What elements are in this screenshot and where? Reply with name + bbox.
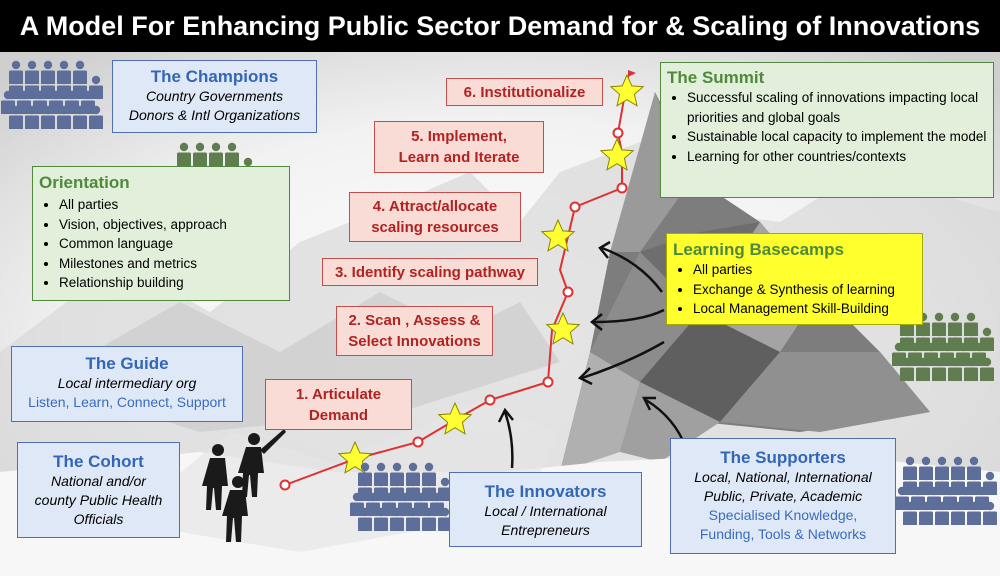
list-item: Relationship building bbox=[59, 273, 289, 293]
step-5-implement-learn: 5. Implement, Learn and Iterate bbox=[374, 121, 544, 173]
champions-box: The Champions Country Governments Donors… bbox=[112, 60, 317, 133]
list-item: Common language bbox=[59, 234, 289, 254]
supporters-line: Local, National, International bbox=[694, 469, 872, 485]
orientation-list: All parties Vision, objectives, approach… bbox=[39, 195, 289, 293]
arrow-line bbox=[601, 246, 664, 293]
list-item: Learning for other countries/contexts bbox=[687, 147, 989, 167]
waypoint-marker bbox=[616, 182, 628, 194]
summit-box: The Summit Successful scaling of innovat… bbox=[660, 62, 994, 198]
step-2-scan-assess-select: 2. Scan , Assess & Select Innovations bbox=[336, 306, 493, 356]
summit-list: Successful scaling of innovations impact… bbox=[667, 88, 989, 166]
list-item: Sustainable local capacity to implement … bbox=[687, 127, 989, 147]
waypoint-marker bbox=[612, 127, 624, 139]
champions-title: The Champions bbox=[150, 67, 279, 86]
list-item: All parties bbox=[59, 195, 289, 215]
orientation-box: Orientation All parties Vision, objectiv… bbox=[32, 166, 290, 301]
cohort-line: Officials bbox=[73, 511, 124, 527]
summit-flag-icon bbox=[628, 70, 636, 77]
basecamps-list: All parties Exchange & Synthesis of lear… bbox=[673, 260, 922, 319]
champions-line: Donors & Intl Organizations bbox=[128, 107, 301, 123]
guide-detail: Listen, Learn, Connect, Support bbox=[28, 394, 226, 410]
waypoint-marker bbox=[412, 436, 424, 448]
summit-title: The Summit bbox=[667, 68, 765, 87]
orientation-title: Orientation bbox=[39, 173, 130, 192]
arrows bbox=[497, 240, 688, 469]
step-4-attract-resources: 4. Attract/allocate scaling resources bbox=[349, 192, 521, 242]
innovators-box: The Innovators Local / International Ent… bbox=[449, 472, 642, 547]
hiker-icon bbox=[202, 429, 286, 542]
cohort-box: The Cohort National and/or county Public… bbox=[17, 442, 180, 538]
supporters-line: Public, Private, Academic bbox=[703, 488, 863, 504]
step-1-articulate-demand: 1. Articulate Demand bbox=[265, 379, 412, 430]
supporters-detail: Funding, Tools & Networks bbox=[699, 526, 867, 542]
waypoint-marker bbox=[484, 394, 496, 406]
waypoint-marker bbox=[279, 479, 291, 491]
supporters-title: The Supporters bbox=[720, 448, 846, 467]
list-item: Milestones and metrics bbox=[59, 254, 289, 274]
arrow-head bbox=[497, 407, 514, 423]
arrow-head bbox=[577, 367, 593, 386]
arrow-line bbox=[503, 411, 514, 469]
innovators-title: The Innovators bbox=[484, 482, 607, 501]
cohort-line: county Public Health bbox=[34, 492, 163, 508]
step-3-identify-pathway: 3. Identify scaling pathway bbox=[322, 258, 538, 286]
cohort-title: The Cohort bbox=[53, 452, 144, 471]
step-6-institutionalize: 6. Institutionalize bbox=[446, 78, 603, 106]
champions-line: Country Governments bbox=[146, 88, 283, 104]
waypoint-marker bbox=[542, 376, 554, 388]
arrow-head bbox=[598, 240, 611, 259]
guide-title: The Guide bbox=[85, 354, 169, 373]
arrow-head bbox=[641, 396, 656, 411]
guide-subtitle: Local intermediary org bbox=[57, 375, 197, 391]
innovators-line: Entrepreneurs bbox=[501, 522, 590, 538]
waypoint-marker bbox=[569, 201, 581, 213]
arrow-line bbox=[581, 340, 665, 380]
route-path bbox=[279, 70, 644, 491]
list-item: All parties bbox=[693, 260, 922, 280]
waypoint-marker bbox=[562, 286, 574, 298]
cohort-line: National and/or bbox=[51, 473, 146, 489]
list-item: Vision, objectives, approach bbox=[59, 215, 289, 235]
list-item: Successful scaling of innovations impact… bbox=[687, 88, 989, 127]
page-title: A Model For Enhancing Public Sector Dema… bbox=[0, 0, 1000, 52]
list-item: Local Management Skill-Building bbox=[693, 299, 922, 319]
supporters-detail: Specialised Knowledge, bbox=[708, 507, 858, 523]
supporters-box: The Supporters Local, National, Internat… bbox=[670, 438, 896, 554]
guide-box: The Guide Local intermediary org Listen,… bbox=[11, 346, 243, 422]
innovators-line: Local / International bbox=[484, 503, 607, 519]
list-item: Exchange & Synthesis of learning bbox=[693, 280, 922, 300]
basecamps-title: Learning Basecamps bbox=[673, 240, 845, 259]
arrow-head bbox=[589, 313, 603, 331]
basecamps-box: Learning Basecamps All parties Exchange … bbox=[666, 233, 923, 325]
arrow-line bbox=[593, 308, 665, 324]
